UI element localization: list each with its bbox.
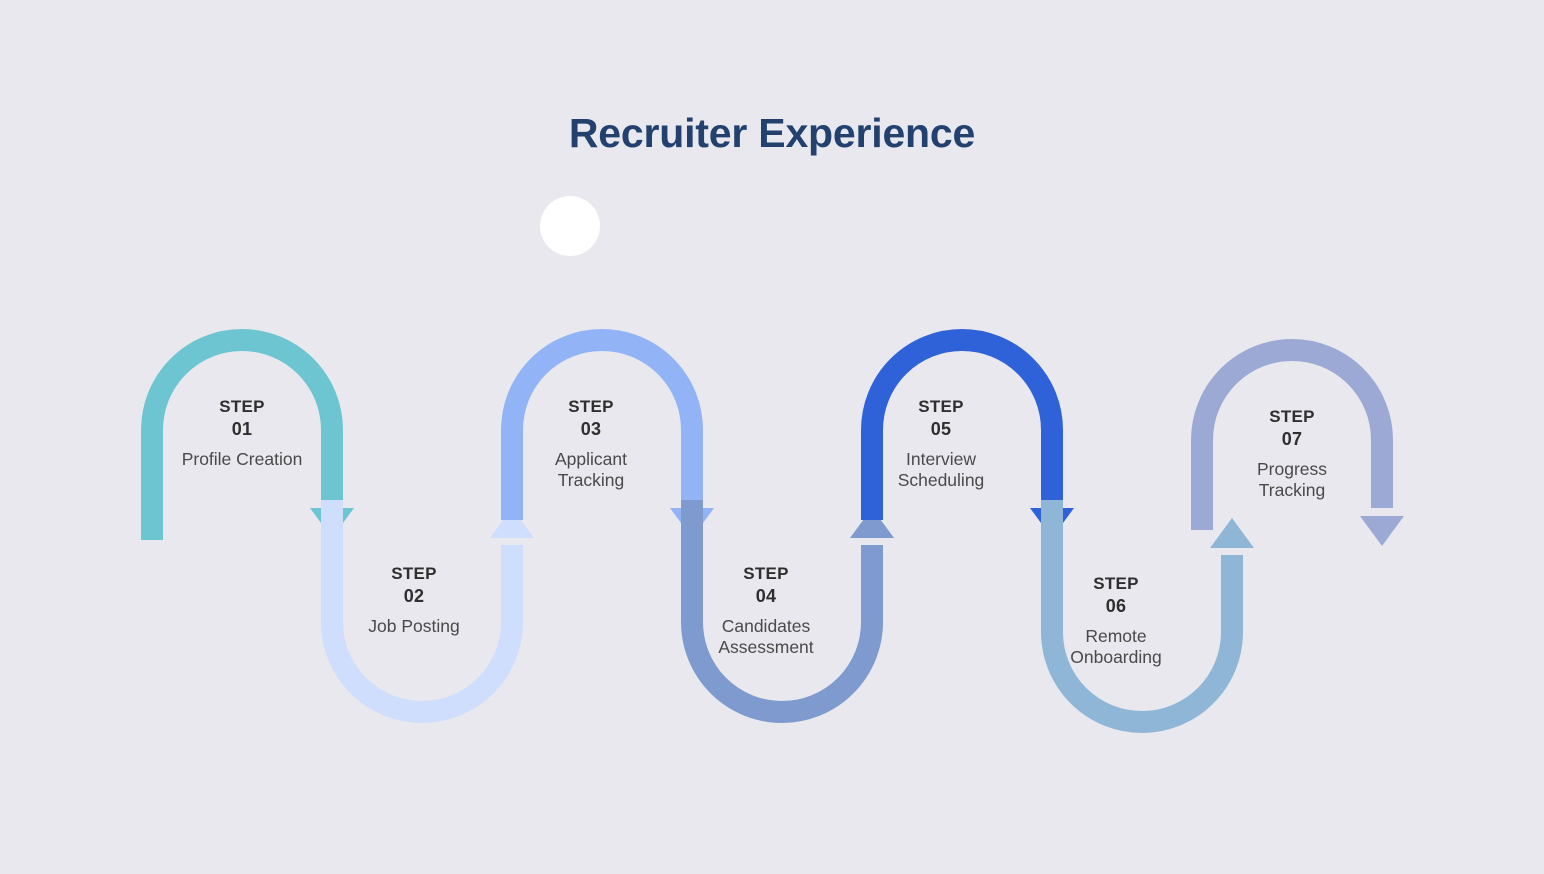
step-number-step-01: 01 [231,419,253,439]
flow-segment-step-02 [321,500,534,723]
step-label-step-07: STEP 07 Progress Tracking [1172,406,1412,501]
step-label-step-04: STEP 04 Candidates Assessment [646,563,886,658]
flow-arrowhead-step-04 [850,508,894,538]
flow-arrowhead-step-02 [490,508,534,538]
step-title-step-04: Candidates Assessment [718,616,814,657]
step-title-step-03: Applicant Tracking [555,449,627,490]
flow-segment-step-06 [1041,500,1254,733]
step-number-step-04: 04 [755,586,777,606]
step-title-step-06: Remote Onboarding [1070,626,1162,667]
flow-segment-step-04 [681,500,894,723]
flow-band-step-02 [321,500,523,723]
flow-band-step-03 [501,329,703,520]
step-label-step-05: STEP 05 Interview Scheduling [821,396,1061,491]
flow-arrowhead-step-07 [1360,516,1404,546]
page-header: Recruiter Experience [0,96,1544,256]
step-word-step-01: STEP [219,397,265,416]
flow-band-step-07 [1191,339,1393,530]
step-title-step-07: Progress Tracking [1256,459,1328,500]
flow-band-step-01 [141,329,343,540]
step-label-step-01: STEP 01 Profile Creation [122,396,362,470]
step-number-step-02: 02 [403,586,425,606]
step-number-step-06: 06 [1105,596,1127,616]
step-word-step-05: STEP [918,397,964,416]
flow-band-step-05 [861,329,1063,520]
step-number-step-07: 07 [1281,429,1303,449]
step-title-step-01: Profile Creation [181,449,303,469]
flow-band-step-06 [1041,500,1243,733]
step-number-step-05: 05 [930,419,952,439]
step-number-step-03: 03 [580,419,602,439]
step-title-step-02: Job Posting [368,616,460,636]
step-label-step-03: STEP 03 Applicant Tracking [471,396,711,491]
step-label-step-06: STEP 06 Remote Onboarding [996,573,1236,668]
title-accent-circle [540,196,600,256]
step-word-step-03: STEP [568,397,614,416]
step-title-step-05: Interview Scheduling [897,449,985,490]
step-label-step-02: STEP 02 Job Posting [294,563,534,637]
step-word-step-06: STEP [1093,574,1139,593]
step-word-step-02: STEP [391,564,437,583]
step-word-step-07: STEP [1269,407,1315,426]
page-title: Recruiter Experience [568,110,976,156]
flow-segment-step-07 [1191,339,1404,546]
flow-band-step-04 [681,500,883,723]
flow-arrowhead-step-06 [1210,518,1254,548]
step-word-step-04: STEP [743,564,789,583]
